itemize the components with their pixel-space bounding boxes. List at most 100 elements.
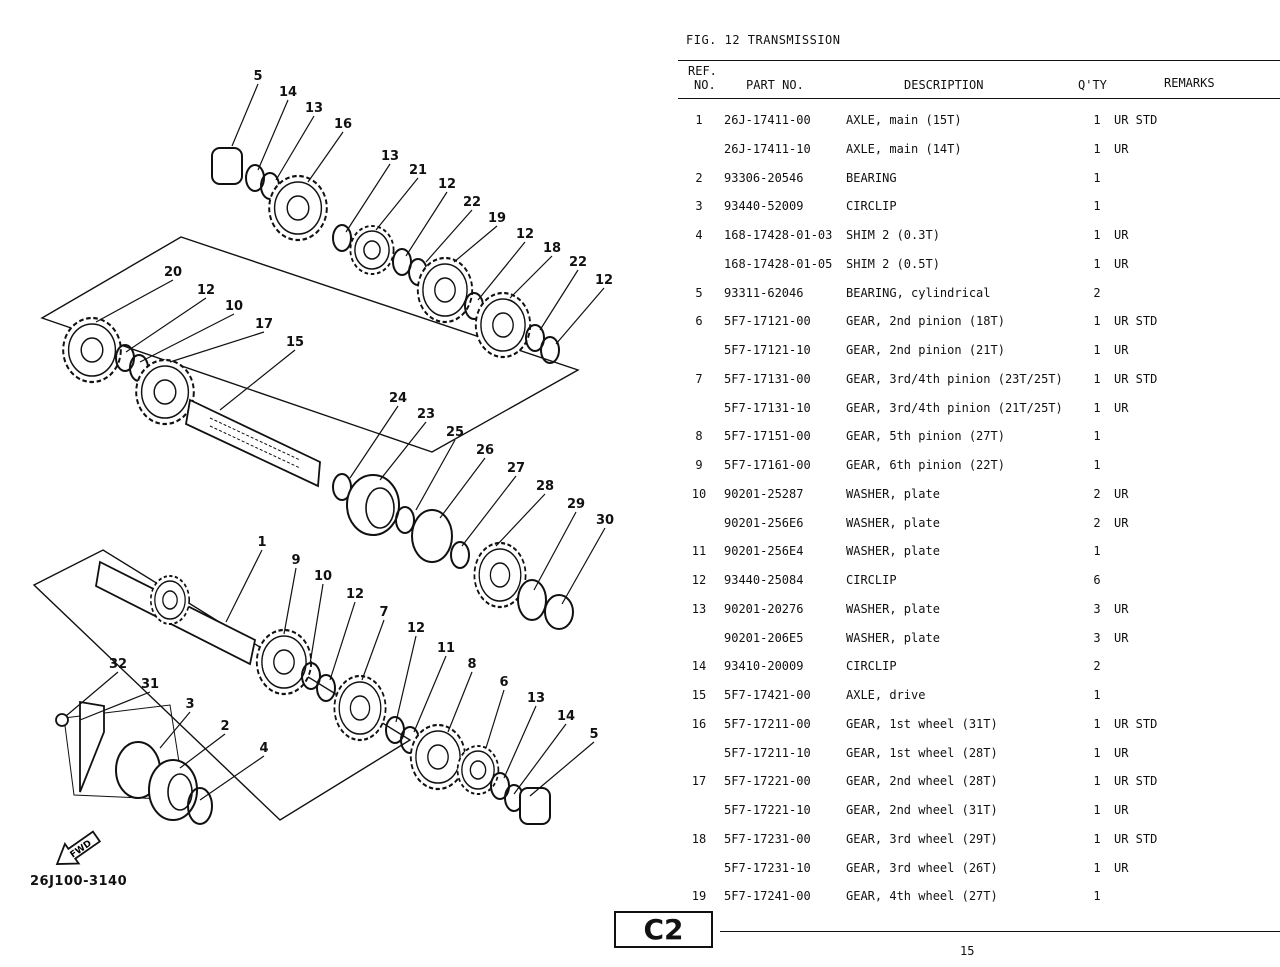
part-no-cell: 90201-20276 (724, 601, 804, 616)
ref-cell: 5 (695, 285, 703, 300)
callout-number: 12 (407, 621, 425, 636)
callout-leader-line (395, 635, 417, 723)
qty-cell: 1 (1093, 831, 1101, 846)
description-cell: GEAR, 3rd/4th pinion (23T/25T) (846, 371, 1063, 386)
description-cell: GEAR, 3rd wheel (29T) (846, 831, 998, 846)
description-cell: GEAR, 2nd pinion (21T) (846, 343, 1005, 357)
callout-number: 1 (257, 535, 266, 550)
description-cell: AXLE, main (14T) (846, 141, 962, 156)
qty-cell: 2 (1093, 659, 1101, 674)
part-no-cell: 5F7-17211-10 (724, 745, 811, 760)
remarks-cell: UR (1114, 860, 1129, 875)
ref-cell: 16 (691, 716, 707, 731)
fwd-arrow-icon: FWD (55, 830, 102, 865)
callout-number: 2 (220, 719, 229, 734)
callout-leader-line (485, 689, 505, 749)
description-cell: GEAR, 5th pinion (27T) (846, 429, 1005, 444)
callout-number: 5 (253, 69, 262, 84)
callout-number: 23 (417, 407, 435, 422)
part-no-cell: 5F7-17231-00 (724, 831, 811, 846)
callout-leader-line (461, 475, 517, 547)
remarks-cell: UR (1114, 400, 1129, 415)
qty-cell: 6 (1093, 573, 1101, 587)
callout-number: 7 (379, 605, 388, 620)
part-no-cell: 5F7-17131-10 (724, 400, 811, 415)
remarks-cell: UR STD (1114, 113, 1158, 127)
remarks-cell: UR (1114, 486, 1129, 501)
callout-leader-line (275, 115, 315, 181)
header-rule-bottom (678, 98, 1280, 99)
callout-number: 28 (536, 479, 554, 494)
description-cell: GEAR, 2nd wheel (31T) (846, 803, 998, 817)
callout-number: 12 (438, 177, 456, 192)
description-cell: GEAR, 2nd wheel (28T) (846, 774, 998, 789)
callout-number: 21 (409, 163, 427, 178)
callout-leader-line (539, 269, 579, 331)
callout-leader-line (361, 619, 385, 681)
callout-leader-line (125, 297, 207, 353)
description-cell: SHIM 2 (0.3T) (846, 228, 940, 242)
part-no-cell: 93440-25084 (724, 573, 804, 587)
callout-number: 22 (463, 195, 481, 210)
callout-leader-line (513, 723, 567, 795)
description-cell: GEAR, 2nd pinion (18T) (846, 314, 1005, 329)
transmission-exploded-diagram: FWD 514131613211222191218221220121017152… (32, 69, 614, 865)
callout-number: 13 (381, 149, 399, 164)
remarks-cell: UR (1114, 601, 1129, 616)
part-no-cell: 168-17428-01-03 (724, 228, 833, 242)
qty-cell: 1 (1093, 371, 1101, 386)
part-no-cell: 168-17428-01-05 (724, 256, 833, 271)
callout-leader-line (219, 349, 296, 411)
part-no-cell: 5F7-17121-10 (724, 343, 811, 357)
col-header-qty: Q'TY (1078, 78, 1107, 92)
ref-cell: 13 (691, 601, 707, 616)
part-no-cell: 5F7-17161-00 (724, 458, 811, 472)
callout-leader-line (533, 511, 577, 591)
part-no-cell: 5F7-17211-00 (724, 716, 811, 731)
callout-leader-line (309, 583, 324, 665)
qty-cell: 1 (1093, 256, 1101, 271)
ref-cell: 6 (695, 314, 703, 329)
callout-leader-line (307, 131, 344, 183)
callout-number: 10 (314, 569, 332, 584)
callout-number: 4 (259, 741, 268, 756)
description-cell: CIRCLIP (846, 573, 897, 587)
remarks-cell: UR (1114, 745, 1129, 760)
part-no-cell: 5F7-17241-00 (724, 889, 811, 904)
callout-leader-line (349, 405, 399, 479)
qty-cell: 1 (1093, 889, 1101, 904)
remarks-cell: UR (1114, 515, 1129, 530)
part-no-cell: 93410-20009 (724, 659, 804, 674)
description-cell: WASHER, plate (846, 486, 940, 501)
part-no-cell: 26J-17411-00 (724, 113, 811, 127)
qty-cell: 1 (1093, 199, 1101, 214)
callout-number: 24 (389, 391, 407, 406)
callout-leader-line (257, 99, 289, 171)
page-number: 15 (960, 944, 975, 958)
ref-cell: 4 (695, 228, 703, 242)
callout-leader-line (65, 671, 119, 717)
description-cell: GEAR, 4th wheel (27T) (846, 889, 998, 904)
callout-number: 16 (334, 117, 352, 132)
qty-cell: 1 (1093, 170, 1101, 185)
callout-leader-line (555, 287, 605, 345)
drive-axle-panel (40, 236, 580, 488)
callout-number: 11 (437, 641, 455, 656)
main-axle-panel (32, 549, 412, 821)
callout-leader-line (139, 313, 235, 363)
ref-cell: 11 (691, 544, 707, 559)
callout-number: 31 (141, 677, 159, 692)
